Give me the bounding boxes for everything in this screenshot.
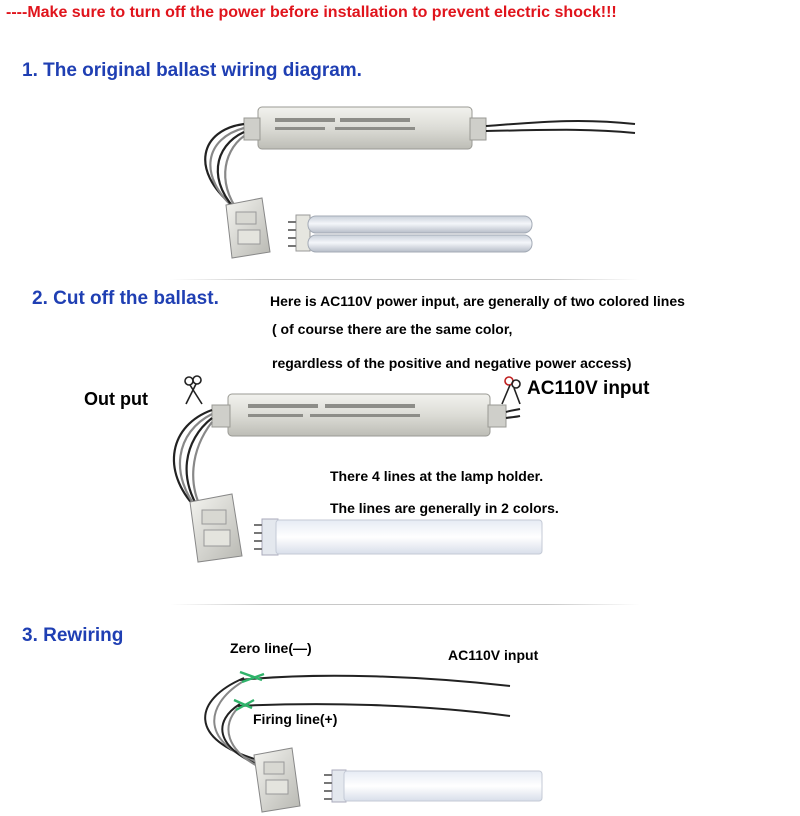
step2-input-wires [505,408,521,419]
step3-wires [204,674,511,773]
step1-title: 1. The original ballast wiring diagram. [22,60,362,81]
scissors-icon [501,376,521,405]
step3-input-label: AC110V input [448,647,539,663]
scissors-icon [184,375,203,405]
step3-lamp [324,769,543,803]
output-label: Out put [84,389,148,409]
wire-connector [233,670,265,712]
step2-lamp [254,518,543,556]
step1-input-wires [485,119,636,134]
step2-ballast [211,393,507,437]
lamp-holder-note: There 4 lines at the lamp holder. [330,468,544,484]
step1-ballast [243,106,487,150]
step3-lamp-holder [253,747,301,813]
ac-input-label: AC110V input [527,378,650,399]
section-divider [170,604,640,605]
section-divider [170,279,640,280]
power-input-note: Here is AC110V power input, are generall… [270,293,685,309]
power-input-note-line2: ( of course there are the same color, [272,321,513,337]
firing-line-label: Firing line(+) [253,711,338,727]
step1-lamp [288,214,533,253]
step2-title: 2. Cut off the ballast. [32,288,219,309]
zero-line-label: Zero line(—) [230,640,312,656]
step1-lamp-holder [225,197,271,259]
step2-lamp-holder [189,493,243,563]
safety-warning: ----Make sure to turn off the power befo… [6,4,617,21]
power-input-note-line3: regardless of the positive and negative … [272,355,632,371]
lamp-holder-note-line2: The lines are generally in 2 colors. [330,500,559,516]
step3-title: 3. Rewiring [22,625,124,646]
